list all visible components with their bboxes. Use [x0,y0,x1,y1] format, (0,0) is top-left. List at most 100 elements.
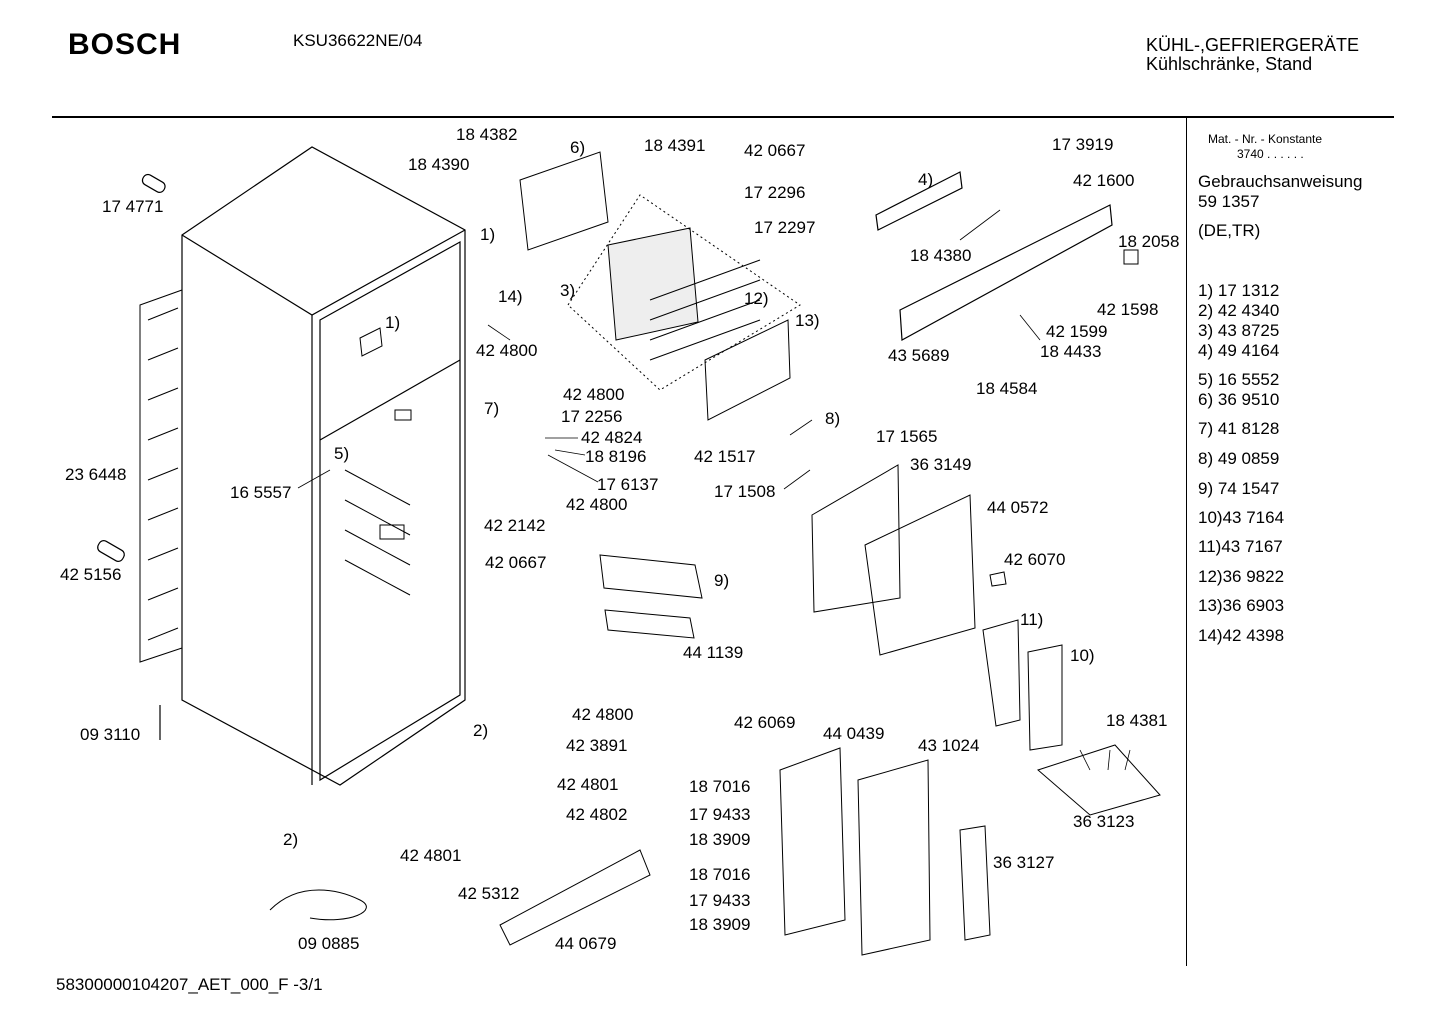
kit-item: 1) 17 1312 [1198,281,1280,300]
manual-label: Gebrauchsanweisung [1198,172,1363,191]
part-label: 18 4584 [976,379,1038,398]
category-title: KÜHL-,GEFRIERGERÄTE [1146,35,1360,55]
part-label: 17 6137 [597,475,659,494]
part-label: 18 4381 [1106,711,1168,730]
part-label: 13) [795,311,820,330]
kit-item: 11)43 7167 [1198,537,1283,556]
manual-number: 59 1357 [1198,192,1260,211]
kit-item: 12)36 9822 [1198,567,1285,586]
kit-item: 2) 42 4340 [1198,301,1280,320]
part-label: 14) [498,287,523,306]
part-label: 44 0679 [555,934,617,953]
kit-item: 10)43 7164 [1198,508,1285,527]
part-label: 42 1600 [1073,171,1135,190]
evaporator-assembly [519,151,801,421]
part-label: 42 0667 [744,141,806,160]
kit-item: 8) 49 0859 [1198,449,1280,468]
part-label: 11) [1020,610,1044,629]
kit-item: 14)42 4398 [1198,626,1285,645]
part-label: 42 4824 [581,428,643,447]
part-label: 44 0439 [823,724,885,743]
kit-item: 5) 16 5552 [1198,370,1280,389]
material-number-label: Mat. - Nr. - Konstante [1208,132,1323,146]
part-label: 2) [473,721,489,740]
part-label: 9) [714,571,730,590]
part-label: 42 0667 [485,553,547,572]
part-label: 18 3909 [689,830,751,849]
part-label: 18 4380 [910,246,972,265]
part-label: 17 3919 [1052,135,1114,154]
part-label: 43 5689 [888,346,950,365]
part-label: 44 1139 [683,643,744,662]
part-label: 3) [560,281,576,300]
part-label: 10) [1070,646,1095,665]
category-subtitle: Kühlschränke, Stand [1146,54,1313,74]
part-label: 17 9433 [689,805,751,824]
part-label: 42 4800 [572,705,634,724]
kit-item: 3) 43 8725 [1198,321,1280,340]
part-label: 17 9433 [689,891,751,910]
part-label: 17 1508 [714,482,776,501]
condenser-coil [139,289,183,663]
part-label: 44 0572 [987,498,1049,517]
part-label: 17 1565 [876,427,938,446]
part-label: 4) [918,170,934,189]
kit-item: 6) 36 9510 [1198,390,1280,409]
part-label: 42 6070 [1004,550,1066,569]
part-label: 23 6448 [65,465,127,484]
part-label: 42 1599 [1046,322,1108,341]
part-label: 42 2142 [484,516,546,535]
part-label: 18 7016 [689,865,751,884]
part-label: 5) [334,444,350,463]
part-label: 36 3127 [993,853,1055,872]
material-number-value: 3740 . . . . . . [1237,147,1304,161]
control-panel [875,171,1139,341]
part-label: 17 2296 [744,183,806,202]
header-divider [52,116,1394,118]
part-label: 18 4390 [408,155,470,174]
part-label: 42 3891 [566,736,628,755]
brand-logo: BOSCH [68,28,182,61]
model-number: KSU36622NE/04 [293,31,423,50]
sidebar-divider [1186,118,1187,966]
kit-item: 4) 49 4164 [1198,341,1280,360]
part-label: 42 6069 [734,713,796,732]
part-label: 42 5312 [458,884,520,903]
part-label: 09 3110 [80,725,141,744]
part-label: 36 3123 [1073,812,1135,831]
part-label: 18 4391 [644,136,706,155]
part-label: 16 5557 [230,483,292,502]
part-label: 42 1598 [1097,300,1159,319]
manual-languages: (DE,TR) [1198,221,1261,240]
part-label: 18 8196 [585,447,647,466]
part-label: 18 2058 [1118,232,1180,251]
part-label: 1) [385,313,401,332]
kit-item: 7) 41 8128 [1198,419,1280,438]
door-panels [499,464,1161,956]
fridge-cabinet [181,146,466,786]
part-label: 09 0885 [298,934,360,953]
part-label: 12) [744,289,769,308]
part-label: 17 2256 [561,407,623,426]
document-footer: 58300000104207_AET_000_F -3/1 [56,975,323,994]
part-label: 7) [484,399,500,418]
part-label: 42 4802 [566,805,628,824]
part-label: 42 4800 [566,495,628,514]
part-label: 42 4800 [563,385,625,404]
part-label: 18 4382 [456,125,518,144]
part-label: 8) [825,409,841,428]
part-label: 18 7016 [689,777,751,796]
part-label: 17 2297 [754,218,816,237]
part-label: 42 1517 [694,447,756,466]
part-label: 17 4771 [102,197,164,216]
part-label: 6) [570,138,586,157]
leader-lines [297,209,1131,771]
kit-item: 9) 74 1547 [1198,479,1280,498]
kit-item: 13)36 6903 [1198,596,1285,615]
part-label: 18 3909 [689,915,751,934]
part-label: 2) [283,830,299,849]
part-label: 42 4800 [476,341,538,360]
part-label: 42 4801 [400,846,462,865]
part-label: 42 5156 [60,565,122,584]
